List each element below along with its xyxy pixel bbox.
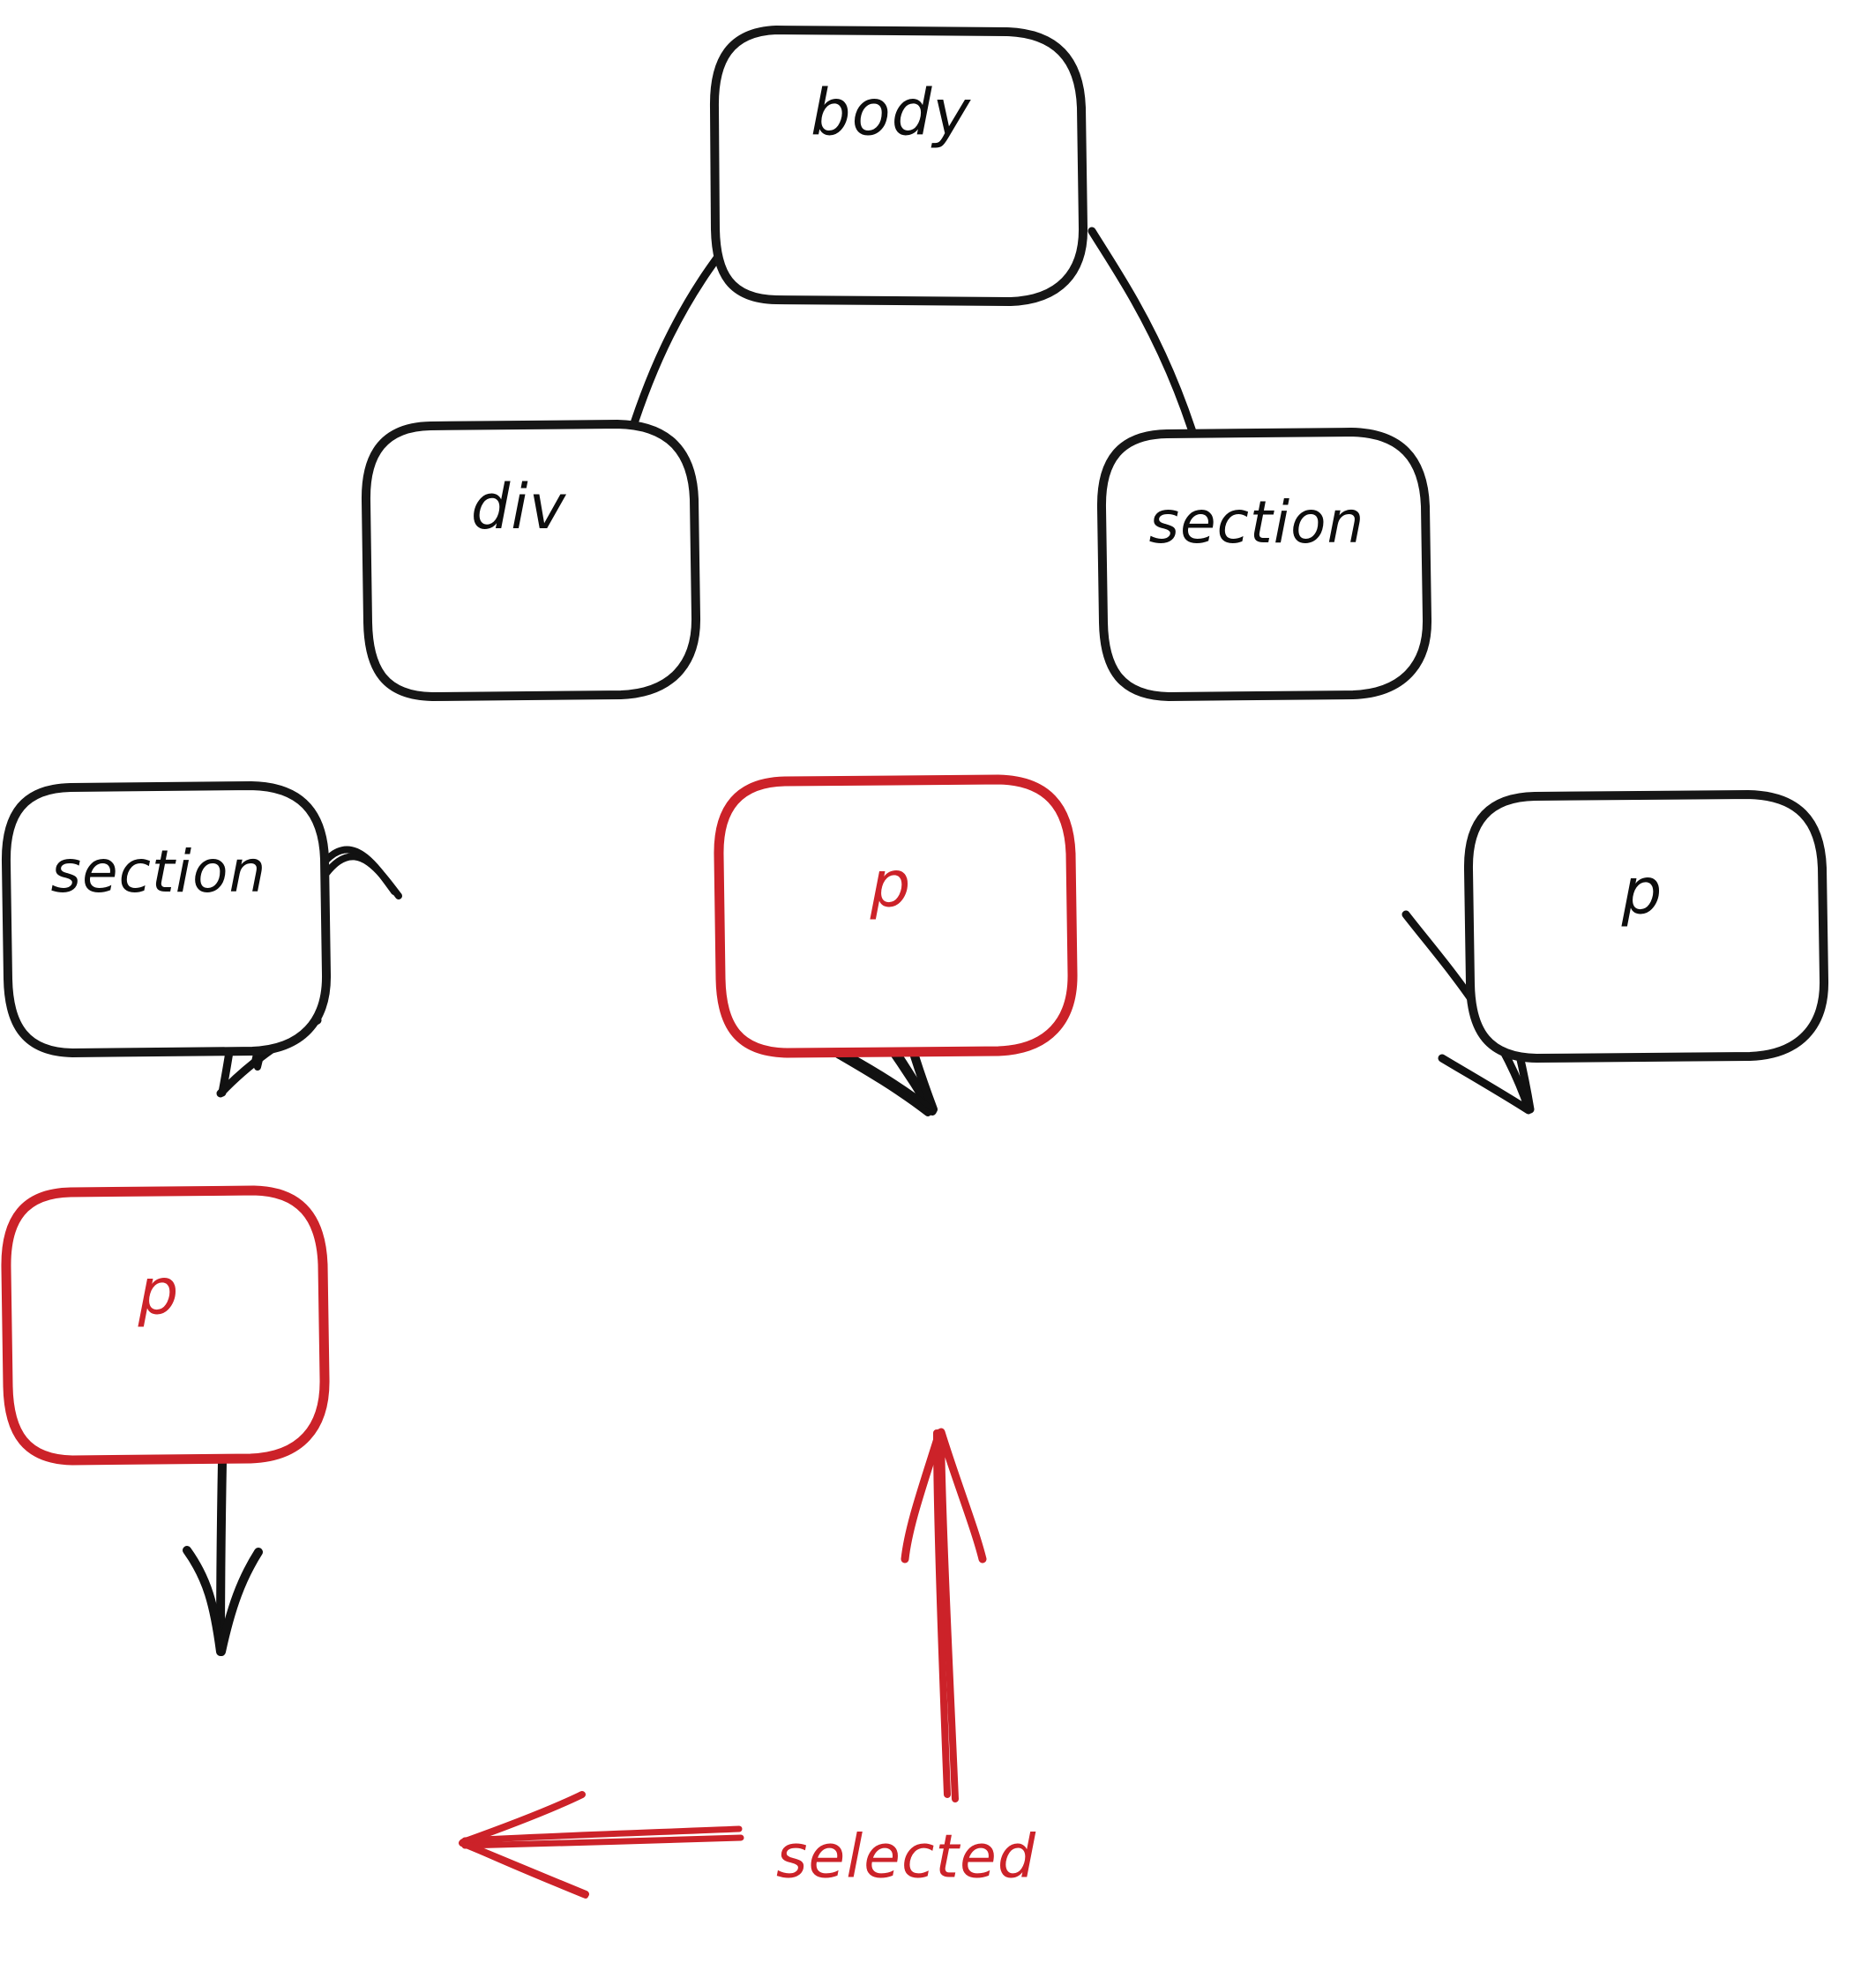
node-section-right[interactable]: section [1096,428,1432,701]
edge-selected-to-p-mid [901,1428,987,1802]
node-div[interactable]: div [361,420,701,701]
node-section-left-label: section [51,838,267,906]
node-p-bottom[interactable]: p [1,1185,330,1466]
node-p-middle[interactable]: p [714,774,1078,1058]
edge-selected-to-p-bottom [459,1791,744,1899]
node-body-label: body [811,76,971,150]
node-section-right-label: section [1149,489,1365,556]
node-p-middle-label: p [870,847,912,922]
node-div-label: div [471,471,567,543]
selected-annotation-label: selected [776,1823,1036,1892]
node-body[interactable]: body [709,26,1088,306]
node-p-right[interactable]: p [1463,790,1829,1063]
node-section-left[interactable]: section [1,781,332,1057]
node-p-right-label: p [1621,854,1663,929]
node-p-bottom-label: p [138,1255,180,1329]
